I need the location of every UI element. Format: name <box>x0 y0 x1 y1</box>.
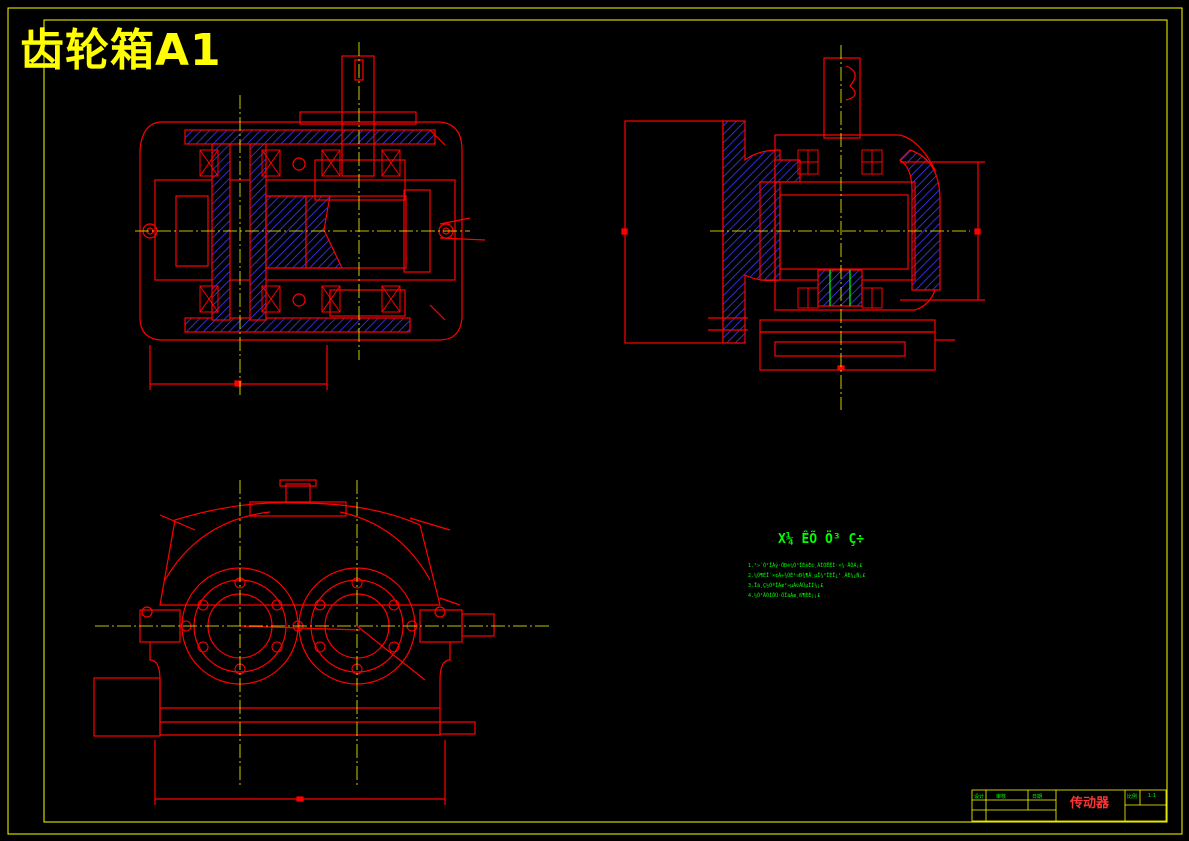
technical-notes: X¼ ÊÕ Ö³ Ç÷ 1.²»´Ó²ÎÀý·ÖÐè¼Ó³ÏÉèÈ©¸ÃÍÓËÊ… <box>748 532 865 601</box>
front-elevation-view <box>93 479 495 805</box>
drawing-title: 齿轮箱A1 <box>20 25 222 76</box>
title-block-name: 传动器 <box>1070 796 1110 811</box>
note-line: 4.¼Ó²ÄÓÍÔÚ·ÖÏäÃæ¸ß¶ÈÈ¡¡£ <box>748 593 821 599</box>
title-block-cell: 设计 <box>974 794 985 800</box>
note-line: 1.²»´Ó²ÎÀý·ÖÐè¼Ó³ÏÉèÈ©¸ÃÍÓËÊÌ·×¼·ÅÓÁ¡£ <box>748 563 863 569</box>
side-section-view <box>621 57 985 371</box>
side-centerlines <box>710 45 970 410</box>
note-line: 3.Ïä¸Ç½ÓºÏÃæ²»µÃ©ÂÛµÍÌ¼¡£ <box>748 583 824 589</box>
note-line: 2.¼Ó¶ÈÎ´×¢Ã÷¾ÓÉ¹¤Ð¾¶Ä¸µÏ¼°ÎÈÎ¿¹¸ÃÈ¼¿Ñ¡£ <box>748 573 866 579</box>
title-block-cell: 日期 <box>1032 794 1043 800</box>
plan-centerlines <box>135 42 470 395</box>
title-block-frame <box>971 789 1167 822</box>
title-block-scale: 1:1 <box>1148 793 1157 799</box>
sheet-frame <box>7 7 1183 835</box>
plan-section-view <box>139 55 486 390</box>
title-block-cell: 比例 <box>1127 794 1138 800</box>
front-centerlines <box>95 480 550 785</box>
notes-title: X¼ ÊÕ Ö³ Ç÷ <box>778 532 865 547</box>
title-block-cell: 审核 <box>996 794 1007 800</box>
